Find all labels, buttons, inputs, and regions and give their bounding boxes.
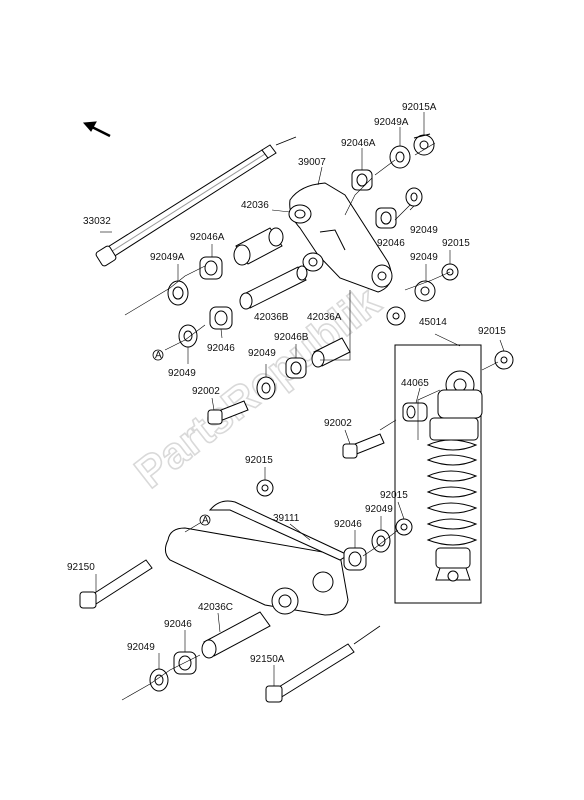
bolt-92150A bbox=[265, 625, 381, 703]
collar-42036 bbox=[233, 227, 284, 266]
bolt-92002-left bbox=[207, 400, 249, 425]
nut-92015-center bbox=[256, 479, 274, 497]
reference-marker-a-lower: A bbox=[199, 514, 211, 526]
part-label-92049A-left: 92049A bbox=[150, 252, 185, 263]
gear-marker-icon bbox=[386, 306, 406, 326]
part-label-92046A-left: 92046A bbox=[190, 232, 225, 243]
part-label-42036A: 42036A bbox=[307, 312, 342, 323]
part-label-92046-left: 92046 bbox=[207, 343, 235, 354]
washer-92049-bottom bbox=[149, 668, 169, 692]
part-label-92049-low: 92049 bbox=[365, 504, 393, 515]
part-label-92150A: 92150A bbox=[250, 654, 285, 665]
reference-marker-a-upper: A bbox=[152, 349, 164, 361]
part-label-92046-bottom: 92046 bbox=[164, 619, 192, 630]
part-label-42036: 42036 bbox=[241, 200, 269, 211]
tie-rod-39111 bbox=[164, 500, 350, 616]
part-label-92015-center: 92015 bbox=[245, 455, 273, 466]
part-label-92150: 92150 bbox=[67, 562, 95, 573]
washer-92049-top bbox=[405, 187, 423, 207]
washer-92049-mid bbox=[414, 280, 436, 302]
part-label-92049-mid: 92049 bbox=[410, 252, 438, 263]
part-label-92046A-top: 92046A bbox=[341, 138, 376, 149]
shock-absorber-45014 bbox=[394, 344, 483, 604]
collar-42036A bbox=[311, 337, 351, 368]
part-label-44065: 44065 bbox=[401, 378, 429, 389]
pivot-shaft-33032 bbox=[95, 136, 297, 267]
part-label-92046-low: 92046 bbox=[334, 519, 362, 530]
part-label-33032: 33032 bbox=[83, 216, 111, 227]
part-label-39007: 39007 bbox=[298, 157, 326, 168]
part-label-39111: 39111 bbox=[273, 513, 300, 524]
part-label-92015-right: 92015 bbox=[478, 326, 506, 337]
bolt-92150 bbox=[79, 559, 153, 609]
washer-92049-left bbox=[178, 324, 198, 348]
part-label-92049-bottom: 92049 bbox=[127, 642, 155, 653]
assembly-guide-lines bbox=[121, 142, 499, 701]
part-label-92002-right: 92002 bbox=[324, 418, 352, 429]
rocker-arm-39007 bbox=[288, 182, 393, 293]
bearing-92046B bbox=[285, 357, 307, 379]
part-label-92049-center: 92049 bbox=[248, 348, 276, 359]
front-direction-arrow-icon bbox=[82, 121, 111, 138]
collar-42036C bbox=[201, 611, 271, 659]
nut-92015A bbox=[413, 133, 435, 156]
nut-92015-right bbox=[494, 350, 514, 370]
part-label-92046B: 92046B bbox=[274, 332, 309, 343]
bearing-92046-low bbox=[343, 547, 367, 571]
bearing-92046A-top bbox=[351, 169, 373, 191]
collar-44065 bbox=[402, 402, 428, 422]
leader-lines bbox=[95, 112, 505, 686]
washer-92049A-left bbox=[167, 280, 189, 306]
nut-92015-low bbox=[395, 518, 413, 536]
washer-92049-low bbox=[371, 529, 391, 553]
part-label-92015A: 92015A bbox=[402, 102, 437, 113]
washer-92049-center bbox=[256, 376, 276, 400]
part-label-92049-top: 92049 bbox=[410, 225, 438, 236]
reference-marker-a-label: A bbox=[155, 350, 162, 361]
bearing-92046-bottom bbox=[173, 651, 197, 675]
collar-42036B bbox=[239, 265, 308, 310]
reference-marker-a-label: A bbox=[202, 515, 209, 526]
part-label-42036B: 42036B bbox=[254, 312, 289, 323]
part-label-92049A-top: 92049A bbox=[374, 117, 409, 128]
washer-92049A-top bbox=[389, 145, 411, 169]
part-label-42036C: 42036C bbox=[198, 602, 233, 613]
part-label-92002-left: 92002 bbox=[192, 386, 220, 397]
part-label-92015-low: 92015 bbox=[380, 490, 408, 501]
bearing-92046A-left bbox=[199, 256, 223, 280]
part-label-92049-left: 92049 bbox=[168, 368, 196, 379]
part-label-92046-top: 92046 bbox=[377, 238, 405, 249]
part-label-92015-top: 92015 bbox=[442, 238, 470, 249]
bearing-92046-left bbox=[209, 306, 233, 330]
part-label-45014: 45014 bbox=[419, 317, 447, 328]
bearing-92046-top bbox=[375, 207, 397, 229]
bolt-92002-right bbox=[342, 433, 385, 459]
